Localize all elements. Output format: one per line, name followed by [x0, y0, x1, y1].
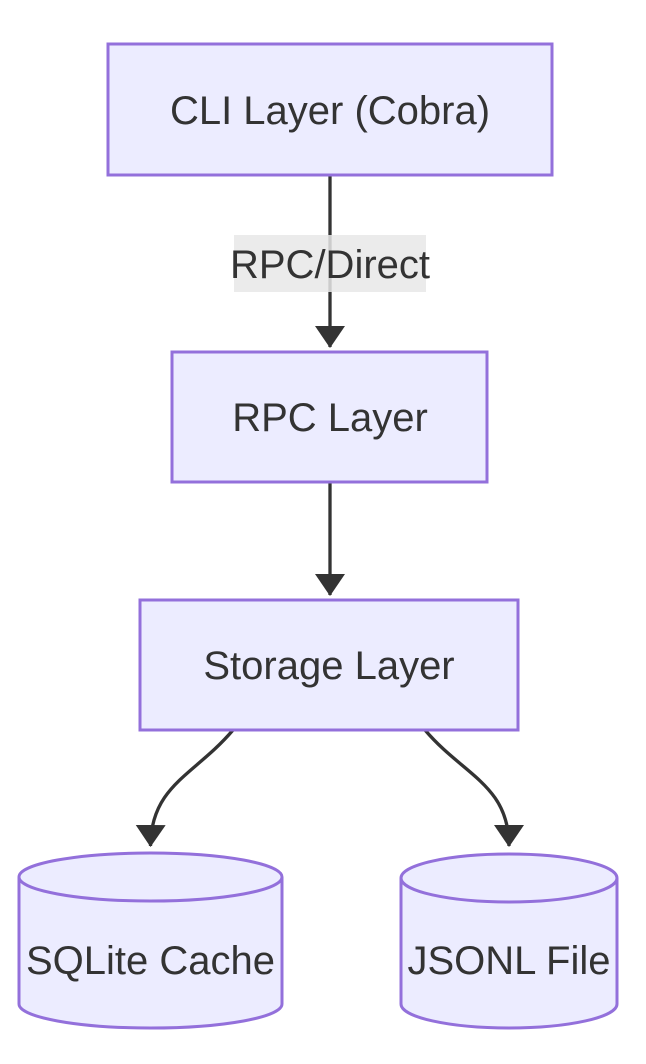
node-storage-layer-box	[138, 598, 520, 732]
edge-storage-to-jsonl	[423, 728, 524, 847]
node-sqlite-cache-label: SQLite Cache	[26, 939, 275, 983]
node-storage-layer-label: Storage Layer	[203, 644, 454, 688]
node-rpc-layer-label: RPC Layer	[232, 396, 428, 440]
node-jsonl-file-cylinder-lip	[399, 877, 619, 904]
node-storage-layer: Storage Layer	[138, 598, 520, 732]
node-rpc-layer: RPC Layer	[170, 350, 489, 484]
node-rpc-layer-box	[170, 350, 489, 484]
node-sqlite-cache: SQLite Cache	[17, 851, 284, 1030]
node-cli-layer-box	[106, 42, 554, 177]
edge-label-text: RPC/Direct	[230, 243, 430, 287]
node-sqlite-cache-cylinder-lip	[17, 876, 284, 903]
edge-label-rpc-direct: RPC/Direct	[230, 235, 430, 292]
edge-label-background	[234, 235, 426, 292]
node-jsonl-file: JSONL File	[399, 852, 619, 1030]
node-jsonl-file-label: JSONL File	[407, 939, 610, 983]
edge-storage-to-sqlite	[135, 728, 235, 847]
node-cli-layer: CLI Layer (Cobra)	[106, 42, 554, 177]
node-cli-layer-label: CLI Layer (Cobra)	[170, 89, 490, 133]
